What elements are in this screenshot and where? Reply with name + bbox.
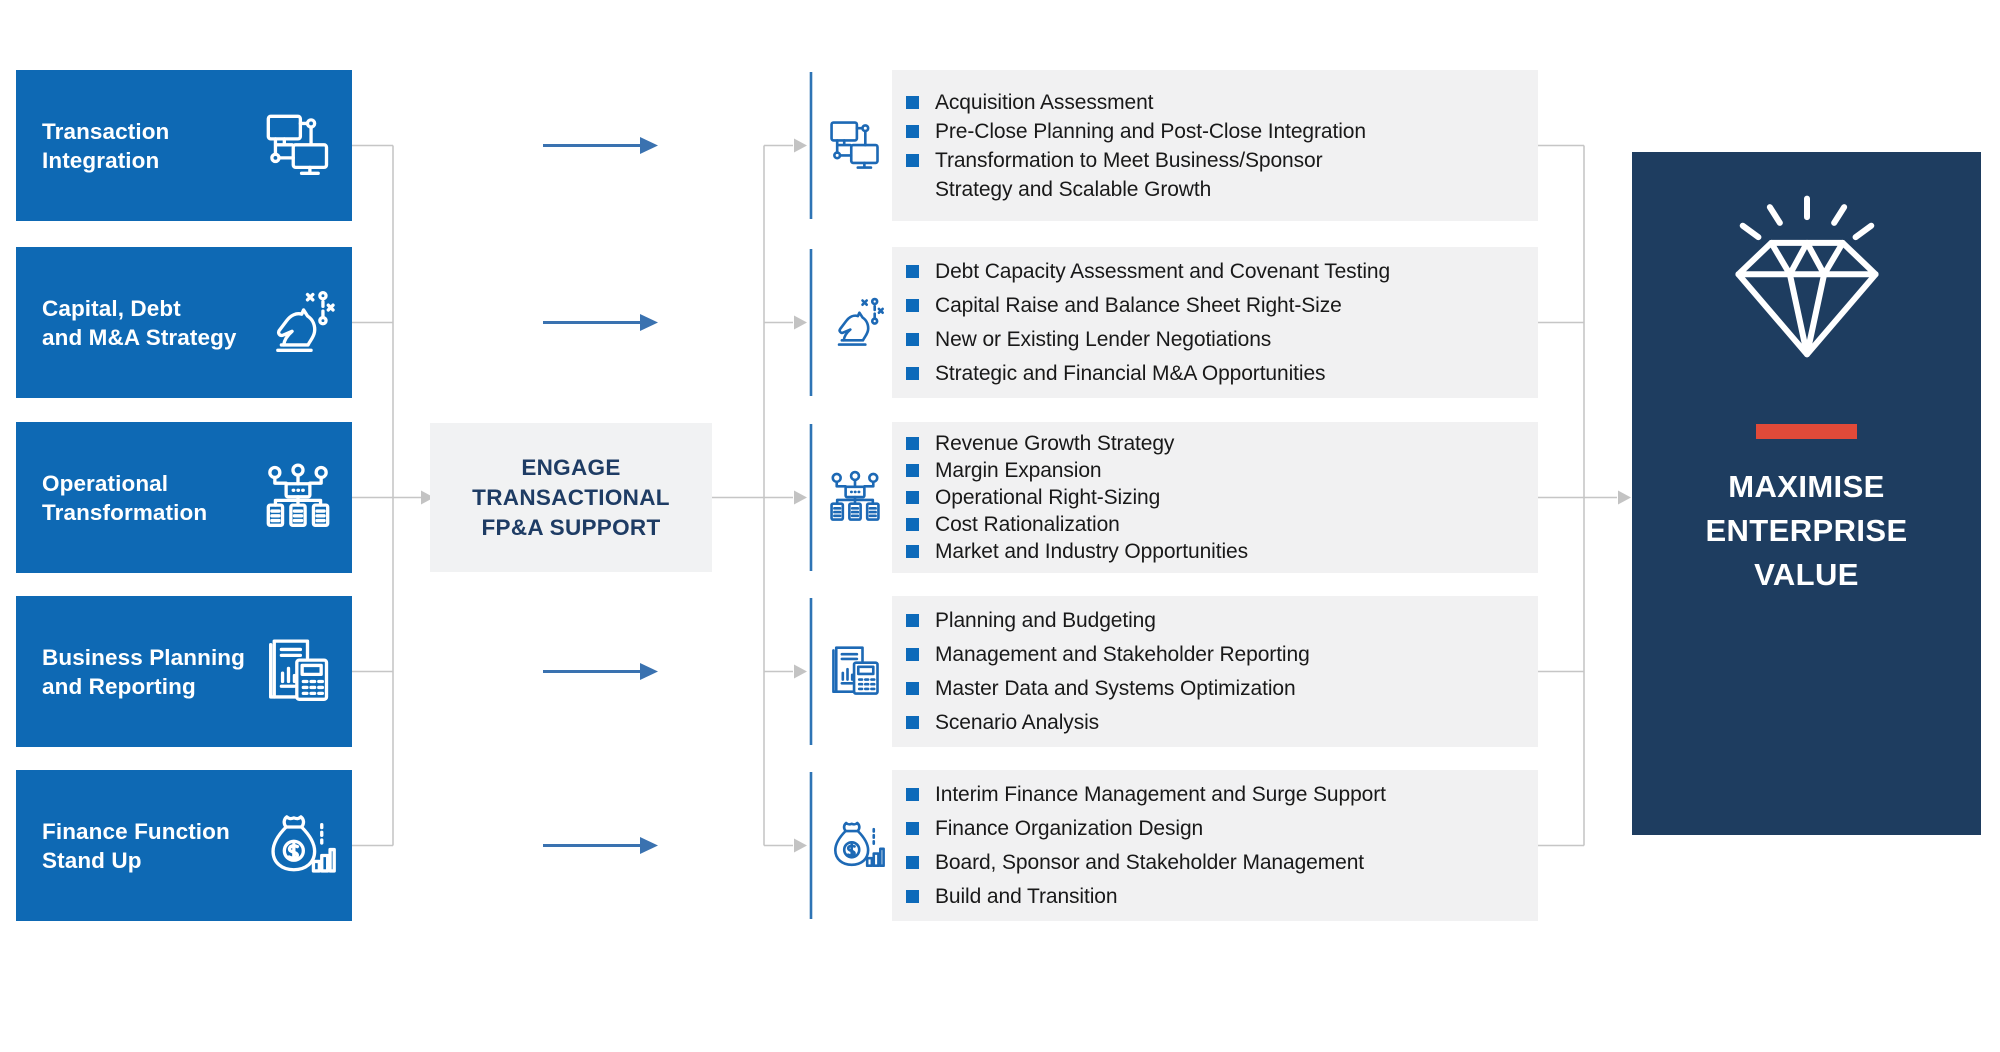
service-item-text: Acquisition Assessment <box>935 90 1154 114</box>
service-item: Master Data and Systems Optimization <box>906 672 1522 706</box>
bullet-square-icon <box>906 367 919 380</box>
service-group-panel: Debt Capacity Assessment and Covenant Te… <box>892 247 1538 398</box>
service-item: Interim Finance Management and Surge Sup… <box>906 778 1522 812</box>
pillar-box: Capital, Debt and M&A Strategy <box>16 247 352 398</box>
service-item-text: Planning and Budgeting <box>935 608 1156 632</box>
service-item-text: Market and Industry Opportunities <box>935 540 1249 563</box>
money-bag-icon <box>260 808 336 884</box>
service-item: New or Existing Lender Negotiations <box>906 323 1522 357</box>
bullet-square-icon <box>906 716 919 729</box>
service-item-text: Margin Expansion <box>935 459 1102 482</box>
group-icon-cell <box>820 596 890 747</box>
service-item: Board, Sponsor and Stakeholder Managemen… <box>906 846 1522 880</box>
report-calculator-icon <box>260 634 336 710</box>
money-bag-icon <box>825 816 885 876</box>
bullet-square-icon <box>906 464 919 477</box>
service-item-text: Operational Right-Sizing <box>935 486 1161 509</box>
service-item-text: Strategic and Financial M&A Opportunitie… <box>935 361 1326 385</box>
service-item: Acquisition Assessment <box>906 88 1522 117</box>
pillar-label: Transaction Integration <box>42 118 170 173</box>
service-item: Scenario Analysis <box>906 706 1522 740</box>
service-item: Revenue Growth Strategy <box>906 430 1522 457</box>
service-item: Transformation to Meet Business/Sponsor … <box>906 146 1522 204</box>
org-chart-icon <box>260 460 336 536</box>
pillar-box: Transaction Integration <box>16 70 352 221</box>
bullet-square-icon <box>906 124 919 138</box>
outcome-panel: MAXIMISE ENTERPRISE VALUE <box>1632 152 1981 835</box>
group-icon-cell <box>820 70 890 221</box>
service-item-text: Revenue Growth Strategy <box>935 432 1175 455</box>
service-item: Strategic and Financial M&A Opportunitie… <box>906 357 1522 391</box>
group-icon-cell <box>820 422 890 573</box>
service-item-text: Cost Rationalization <box>935 513 1120 536</box>
service-item-text: Management and Stakeholder Reporting <box>935 642 1310 666</box>
service-item-text: Scenario Analysis <box>935 710 1100 734</box>
service-item: Debt Capacity Assessment and Covenant Te… <box>906 255 1522 289</box>
service-item: Planning and Budgeting <box>906 604 1522 638</box>
service-item-text: Finance Organization Design <box>935 816 1204 840</box>
service-item: Market and Industry Opportunities <box>906 538 1522 565</box>
bullet-square-icon <box>906 437 919 450</box>
service-item-text: Board, Sponsor and Stakeholder Managemen… <box>935 850 1365 874</box>
service-group-panel: Acquisition Assessment Pre-Close Plannin… <box>892 70 1538 221</box>
bullet-square-icon <box>906 299 919 312</box>
pillar-label: Finance Function Stand Up <box>42 818 230 873</box>
bullet-square-icon <box>906 822 919 835</box>
network-computers-icon <box>825 116 885 176</box>
service-item: Cost Rationalization <box>906 511 1522 538</box>
pillar-box: Operational Transformation <box>16 422 352 573</box>
diamond-icon <box>1707 180 1907 380</box>
service-item-text: Master Data and Systems Optimization <box>935 676 1296 700</box>
group-icon-cell <box>820 247 890 398</box>
network-computers-icon <box>260 108 336 184</box>
bullet-square-icon <box>906 890 919 903</box>
service-item: Pre-Close Planning and Post-Close Integr… <box>906 117 1522 146</box>
service-group-panel: Revenue Growth Strategy Margin Expansion… <box>892 422 1538 573</box>
pillar-box: Finance Function Stand Up <box>16 770 352 921</box>
service-item-text: Build and Transition <box>935 884 1118 908</box>
service-item-text: Interim Finance Management and Surge Sup… <box>935 782 1386 806</box>
chess-knight-strategy-icon <box>260 285 336 361</box>
bullet-square-icon <box>906 153 919 167</box>
red-accent-bar <box>1756 424 1857 439</box>
outcome-label: MAXIMISE ENTERPRISE VALUE <box>1705 469 1908 592</box>
service-item-text: Debt Capacity Assessment and Covenant Te… <box>935 259 1391 283</box>
bullet-square-icon <box>906 333 919 346</box>
service-item-text: Pre-Close Planning and Post-Close Integr… <box>935 119 1366 143</box>
service-group-panel: Planning and Budgeting Management and St… <box>892 596 1538 747</box>
service-group-panel: Interim Finance Management and Surge Sup… <box>892 770 1538 921</box>
center-action-box: ENGAGE TRANSACTIONAL FP&A SUPPORT <box>430 423 712 572</box>
bullet-square-icon <box>906 856 919 869</box>
service-item-text: Capital Raise and Balance Sheet Right-Si… <box>935 293 1342 317</box>
center-action-label: ENGAGE TRANSACTIONAL FP&A SUPPORT <box>472 454 670 540</box>
bullet-square-icon <box>906 95 919 109</box>
service-item: Management and Stakeholder Reporting <box>906 638 1522 672</box>
pillar-box: Business Planning and Reporting <box>16 596 352 747</box>
service-item: Capital Raise and Balance Sheet Right-Si… <box>906 289 1522 323</box>
service-item: Margin Expansion <box>906 457 1522 484</box>
report-calculator-icon <box>825 642 885 702</box>
bullet-square-icon <box>906 614 919 627</box>
group-icon-cell <box>820 770 890 921</box>
service-item: Build and Transition <box>906 880 1522 914</box>
bullet-square-icon <box>906 545 919 558</box>
bullet-square-icon <box>906 648 919 661</box>
org-chart-icon <box>825 468 885 528</box>
service-item: Operational Right-Sizing <box>906 484 1522 511</box>
bullet-square-icon <box>906 518 919 531</box>
bullet-square-icon <box>906 788 919 801</box>
pillar-label: Operational Transformation <box>42 470 208 525</box>
service-item: Finance Organization Design <box>906 812 1522 846</box>
bullet-square-icon <box>906 491 919 504</box>
service-item-text: New or Existing Lender Negotiations <box>935 327 1272 351</box>
bullet-square-icon <box>906 265 919 278</box>
pillar-label: Capital, Debt and M&A Strategy <box>42 295 237 350</box>
chess-knight-strategy-icon <box>825 293 885 353</box>
pillar-label: Business Planning and Reporting <box>42 644 245 699</box>
bullet-square-icon <box>906 682 919 695</box>
service-item-text: Transformation to Meet Business/Sponsor … <box>935 148 1323 201</box>
